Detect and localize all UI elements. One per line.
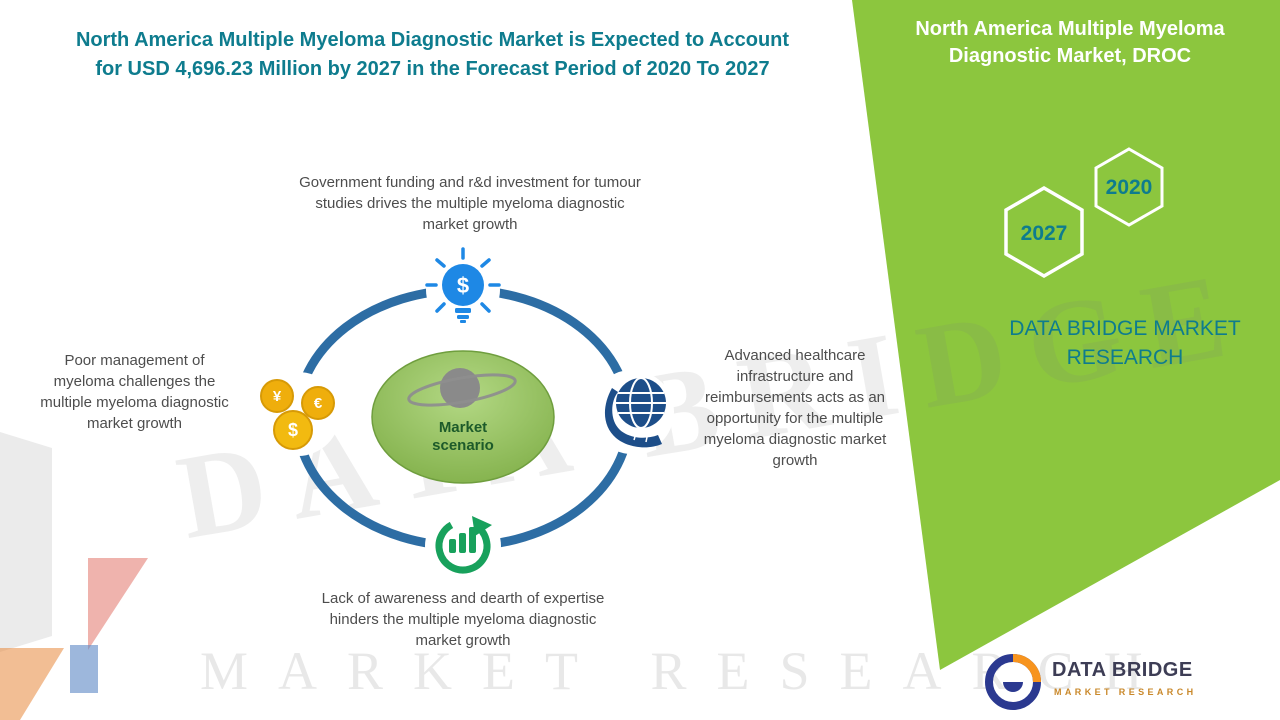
coin-symbol-yen: ¥	[273, 388, 282, 405]
logo-name: DATA BRIDGE	[1052, 659, 1193, 681]
side-panel-brand: DATA BRIDGE MARKET RESEARCH	[1009, 317, 1241, 369]
page-title-line1: North America Multiple Myeloma Diagnosti…	[75, 29, 790, 51]
data-bridge-logo-icon	[985, 654, 1041, 710]
bulb-dollar-symbol: $	[457, 273, 469, 298]
growth-arrow-chart-icon	[435, 516, 492, 574]
page-title: North America Multiple Myeloma Diagnosti…	[10, 26, 855, 84]
hexagon-2020	[1094, 147, 1164, 227]
coin-symbol-euro: €	[314, 395, 323, 412]
hand-shape	[604, 388, 662, 448]
lightbulb-dollar-icon: $	[425, 247, 501, 323]
globe-in-hand-icon	[604, 377, 666, 448]
logo-tagline: MARKET RESEARCH	[1054, 687, 1197, 697]
center-label-line2: scenario	[432, 437, 494, 454]
coin-symbol-dollar: $	[288, 420, 298, 440]
currency-coins-icon: ¥ € $	[260, 379, 335, 450]
hexagon-year-2020: 2020	[1106, 176, 1153, 199]
green-side-panel	[852, 0, 1280, 670]
side-panel-title: North America Multiple Myeloma Diagnosti…	[915, 18, 1225, 67]
watermark-shape-red-triangle	[88, 558, 148, 650]
center-label-line1: Market	[439, 419, 487, 436]
bulb-rays	[425, 247, 501, 313]
hexagon-year-2027: 2027	[1021, 222, 1068, 245]
year-hexagons: 2027 2020	[1004, 147, 1164, 279]
planet-ring	[407, 373, 517, 407]
watermark-shape-gray	[0, 432, 52, 652]
watermark-shape-orange-wedge	[0, 648, 64, 720]
restraint-text: Lack of awareness and dearth of expertis…	[321, 590, 605, 649]
driver-text: Government funding and r&d investment fo…	[299, 174, 641, 233]
market-scenario-center: Market scenario	[371, 350, 555, 484]
arrowhead	[472, 516, 492, 536]
watermark-shape-blue-rect	[70, 645, 98, 693]
challenge-text: Poor management of myeloma challenges th…	[40, 352, 229, 432]
page-title-line2: for USD 4,696.23 Million by 2027 in the …	[95, 58, 770, 80]
hexagon-2027	[1004, 185, 1084, 279]
opportunity-text: Advanced healthcare infrastructure and r…	[703, 347, 887, 469]
